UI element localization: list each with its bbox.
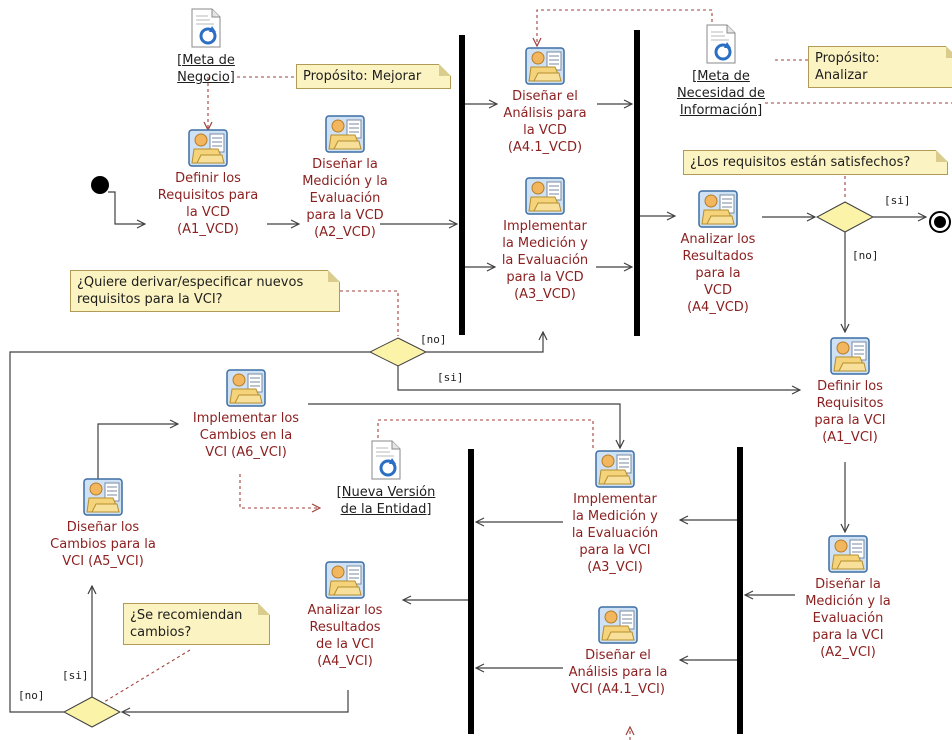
guard-si-mid: [si]	[437, 371, 464, 384]
activity-person-folder-icon	[598, 606, 638, 644]
activity-a41-vci[interactable]: Diseñar el Análisis para la VCI (A4.1_VC…	[548, 606, 688, 698]
document-refresh-icon	[705, 24, 737, 64]
activity-label: Implementar la Medición y la Evaluación …	[571, 492, 659, 575]
activity-a41-vcd[interactable]: Diseñar el Análisis para la VCD (A4.1_VC…	[475, 47, 615, 156]
activity-person-folder-icon	[226, 369, 266, 407]
activity-a6-vci[interactable]: Implementar los Cambios en la VCI (A6_VC…	[176, 369, 316, 461]
activity-label: Implementar los Cambios en la VCI (A6_VC…	[192, 411, 300, 460]
activity-person-folder-icon	[83, 478, 123, 516]
artifact-meta-necesidad: [Meta de Necesidad de Información]	[646, 24, 796, 119]
activity-person-folder-icon	[325, 115, 365, 153]
artifact-nueva-version: [Nueva Versión de la Entidad]	[311, 440, 461, 518]
activity-a3-vci[interactable]: Implementar la Medición y la Evaluación …	[545, 450, 685, 576]
decision-cambios	[62, 696, 122, 728]
fork-bar-2	[737, 447, 743, 734]
activity-a5-vci[interactable]: Diseñar los Cambios para la VCI (A5_VCI)	[33, 478, 173, 570]
activity-label: Definir los Requisitos para la VCD (A1_V…	[157, 171, 259, 237]
artifact-label: [Meta de Necesidad de Información]	[676, 69, 766, 118]
note-quiere-derivar: ¿Quiere derivar/especificar nuevos requi…	[70, 270, 340, 312]
activity-label: Analizar los Resultados de la VCI (A4_VC…	[307, 603, 383, 669]
activity-a1-vcd[interactable]: Definir los Requisitos para la VCD (A1_V…	[138, 129, 278, 238]
activity-person-folder-icon	[828, 535, 868, 573]
note-se-recomiendan: ¿Se recomiendan cambios?	[123, 603, 270, 645]
activity-person-folder-icon	[188, 129, 228, 167]
artifact-label: [Meta de Negocio]	[177, 53, 235, 85]
final-node	[929, 211, 951, 233]
activity-a4-vci[interactable]: Analizar los Resultados de la VCI (A4_VC…	[275, 561, 415, 670]
note-proposito-analizar: Propósito: Analizar	[808, 46, 952, 88]
activity-person-folder-icon	[595, 450, 635, 488]
activity-person-folder-icon	[325, 561, 365, 599]
guard-si-bottom: [si]	[62, 669, 89, 682]
activity-person-folder-icon	[525, 177, 565, 215]
decision-requisitos	[815, 201, 875, 233]
activity-person-folder-icon	[525, 47, 565, 85]
activity-label: Diseñar la Medición y la Evaluación para…	[302, 157, 388, 240]
activity-a4-vcd[interactable]: Analizar los Resultados para la VCD (A4_…	[648, 190, 788, 316]
activity-label: Diseñar la Medición y la Evaluación para…	[805, 577, 891, 660]
activity-label: Implementar la Medición y la Evaluación …	[501, 219, 589, 302]
guard-si-top: [si]	[884, 194, 911, 207]
activity-a2-vcd[interactable]: Diseñar la Medición y la Evaluación para…	[275, 115, 415, 241]
document-refresh-icon	[190, 8, 222, 48]
decision-derivar	[368, 337, 428, 367]
join-bar-1	[634, 30, 640, 336]
activity-a1-vci[interactable]: Definir los Requisitos para la VCI (A1_V…	[780, 337, 920, 446]
artifact-label: [Nueva Versión de la Entidad]	[336, 485, 436, 517]
document-refresh-icon	[370, 440, 402, 480]
activity-a3-vcd[interactable]: Implementar la Medición y la Evaluación …	[475, 177, 615, 303]
activity-a2-vci[interactable]: Diseñar la Medición y la Evaluación para…	[778, 535, 918, 661]
activity-label: Definir los Requisitos para la VCI (A1_V…	[814, 379, 886, 445]
guard-no-top: [no]	[852, 249, 879, 262]
activity-label: Analizar los Resultados para la VCD (A4_…	[680, 232, 756, 315]
note-proposito-mejorar: Propósito: Mejorar	[296, 64, 451, 89]
fork-bar-1	[459, 35, 465, 335]
guard-no-mid: [no]	[420, 333, 447, 346]
activity-person-folder-icon	[830, 337, 870, 375]
activity-label: Diseñar los Cambios para la VCI (A5_VCI)	[50, 520, 156, 569]
guard-no-bottom: [no]	[18, 689, 45, 702]
initial-node	[91, 176, 109, 194]
activity-person-folder-icon	[698, 190, 738, 228]
activity-label: Diseñar el Análisis para la VCI (A4.1_VC…	[568, 648, 668, 697]
activity-label: Diseñar el Análisis para la VCD (A4.1_VC…	[503, 89, 587, 155]
artifact-meta-negocio: [Meta de Negocio]	[131, 8, 281, 86]
join-bar-2	[468, 449, 474, 734]
note-requisitos-satisfechos: ¿Los requisitos están satisfechos?	[683, 150, 948, 175]
